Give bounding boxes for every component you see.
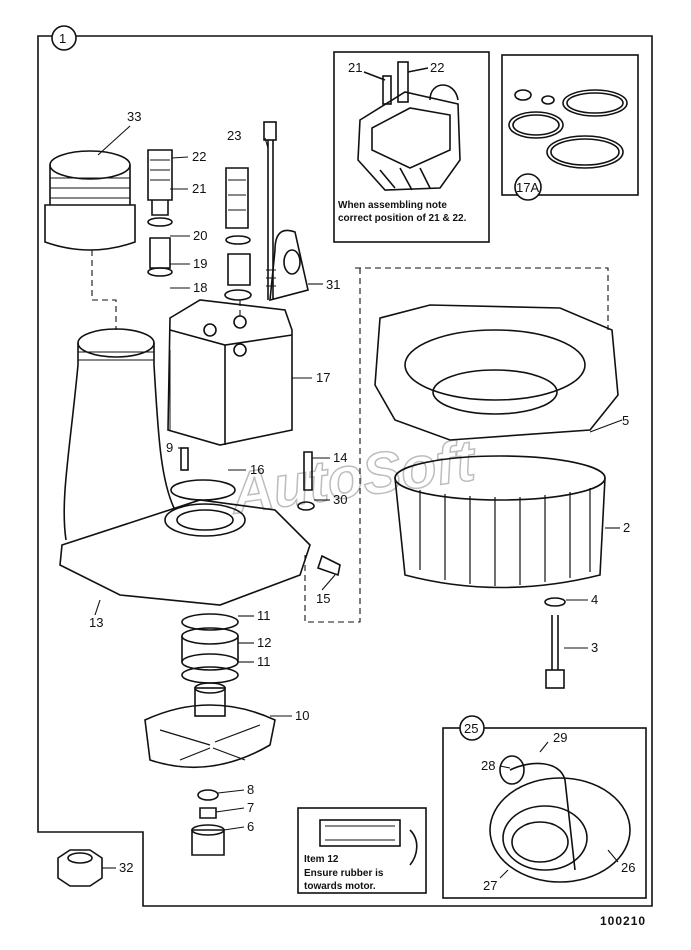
callout-18: 18	[193, 280, 207, 295]
inset-item12-line1: Item 12	[304, 854, 339, 865]
part-10-impeller	[144, 682, 276, 769]
callout-27: 27	[483, 878, 497, 893]
callout-4: 4	[591, 592, 598, 607]
watermark: AutoSoft	[225, 428, 481, 527]
callout-9: 9	[166, 440, 173, 455]
inset-25-hose-kit: 25	[442, 715, 647, 899]
inset-17a-oring-kit: 17A	[501, 54, 639, 201]
part-5-cover	[374, 304, 619, 441]
assembly-guides	[91, 250, 609, 623]
part-2-strainer	[394, 455, 606, 589]
callout-19: 19	[193, 256, 207, 271]
inset-assembly-label-21: 21	[348, 60, 362, 75]
callout-21: 21	[192, 181, 206, 196]
callout-17: 17	[316, 370, 330, 385]
group-label: 1	[59, 31, 66, 46]
part-31-bracket	[269, 229, 309, 302]
figure-code: 100210	[600, 914, 646, 928]
part-13-volute	[59, 328, 311, 606]
callout-numbers: 33 22 21 20 19 18 23 31 17 9 16 14 30 15…	[89, 109, 635, 893]
inset-assembly-label-22: 22	[430, 60, 444, 75]
callout-32: 32	[119, 860, 133, 875]
callout-33: 33	[127, 109, 141, 124]
part-22-21-connectors	[147, 149, 252, 301]
callout-22: 22	[192, 149, 206, 164]
leader-lines	[94, 125, 623, 879]
callout-13: 13	[89, 615, 103, 630]
callout-3: 3	[591, 640, 598, 655]
callout-10: 10	[295, 708, 309, 723]
part-33-adapter	[44, 150, 136, 251]
callout-2: 2	[623, 520, 630, 535]
inset-assembly-note-line1: When assembling note	[338, 200, 447, 211]
inset-item12-line3: towards motor.	[304, 881, 376, 892]
callout-14: 14	[333, 450, 347, 465]
callout-11-upper: 11	[257, 608, 271, 623]
inset-assembly-note-line2: correct position of 21 & 22.	[338, 213, 467, 224]
callout-28: 28	[481, 758, 495, 773]
inset-17a-label: 17A	[516, 180, 539, 195]
inset-hose-label: 25	[464, 721, 478, 736]
group-frame: 1	[37, 25, 653, 907]
callout-6: 6	[247, 819, 254, 834]
callout-30: 30	[333, 492, 347, 507]
callout-16: 16	[250, 462, 264, 477]
part-3-4-bolt-washer	[544, 597, 566, 689]
part-17-motor	[167, 299, 293, 446]
callout-20: 20	[193, 228, 207, 243]
inset-item12-line2: Ensure rubber is	[304, 868, 384, 879]
callout-15: 15	[316, 591, 330, 606]
callout-31: 31	[326, 277, 340, 292]
callout-7: 7	[247, 800, 254, 815]
part-11-12-seal	[181, 613, 239, 684]
callout-26: 26	[621, 860, 635, 875]
callout-11-lower: 11	[257, 654, 271, 669]
part-32-nut	[57, 849, 103, 887]
part-23-bolt	[263, 121, 277, 300]
callout-5: 5	[622, 413, 629, 428]
callout-8: 8	[247, 782, 254, 797]
callout-12: 12	[257, 635, 271, 650]
part-6-7-8-nuts	[191, 789, 225, 856]
inset-assembly-note: 21 22 When assembling note correct posit…	[333, 51, 490, 243]
callout-23: 23	[227, 128, 241, 143]
parts-small-fittings	[170, 447, 341, 577]
callout-29: 29	[553, 730, 567, 745]
inset-item12-note: Item 12 Ensure rubber is towards motor.	[297, 807, 427, 894]
